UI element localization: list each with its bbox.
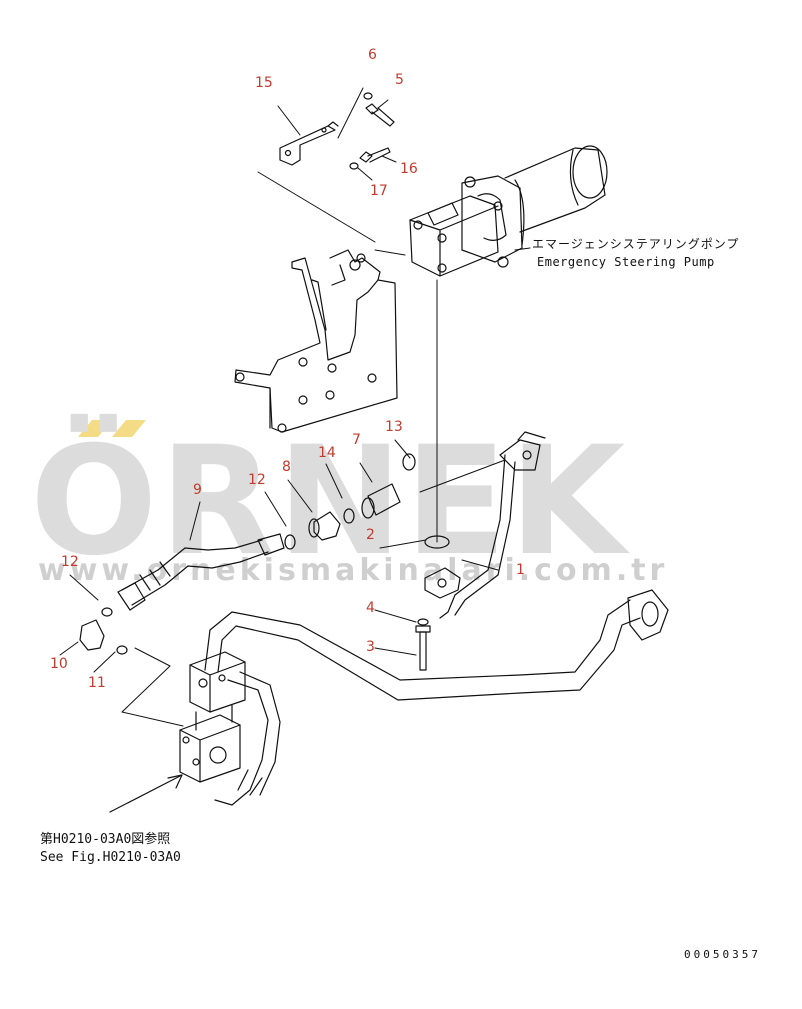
callout-4: 4: [366, 600, 375, 616]
pump-label-japanese: エマージェンシステアリングポンプ: [532, 237, 740, 251]
watermark-url: www.ornekismakinalari.com.tr: [38, 553, 669, 588]
callout-10: 10: [50, 656, 68, 672]
callout-7: 7: [352, 432, 361, 448]
callout-11: 11: [88, 675, 106, 691]
reference-label-japanese: 第H0210-03A0図参照: [40, 832, 171, 847]
callout-3: 3: [366, 639, 375, 655]
fittings: [79, 453, 450, 671]
tube-part: [204, 589, 669, 701]
pump-label-english: Emergency Steering Pump: [537, 255, 715, 269]
emergency-steering-pump-part: [409, 145, 608, 277]
callout-6: 6: [368, 47, 377, 63]
callout-13: 13: [385, 419, 403, 435]
valve-block-part: [179, 651, 281, 806]
callout-5: 5: [395, 72, 404, 88]
hose-part: [117, 533, 285, 611]
pump-bracket-part: [234, 249, 398, 433]
watermark-brand: ÖRNEK: [30, 415, 628, 589]
reference-label-english: See Fig.H0210-03A0: [40, 850, 181, 865]
callout-12-upper: 12: [248, 472, 266, 488]
callout-15: 15: [255, 75, 273, 91]
callout-9: 9: [193, 482, 202, 498]
part-code: 00050357: [684, 948, 761, 961]
callout-12-lower: 12: [61, 554, 79, 570]
callout-14: 14: [318, 445, 336, 461]
reference-arrow: [109, 774, 183, 813]
bolts-and-washers: [349, 92, 395, 170]
callout-2: 2: [366, 527, 375, 543]
callout-8: 8: [282, 459, 291, 475]
leader-lines: [59, 87, 531, 727]
callout-17: 17: [370, 183, 388, 199]
small-bracket-part: [279, 121, 339, 166]
callout-16: 16: [400, 161, 418, 177]
callout-1: 1: [516, 562, 525, 578]
pipe-part: [424, 431, 546, 619]
